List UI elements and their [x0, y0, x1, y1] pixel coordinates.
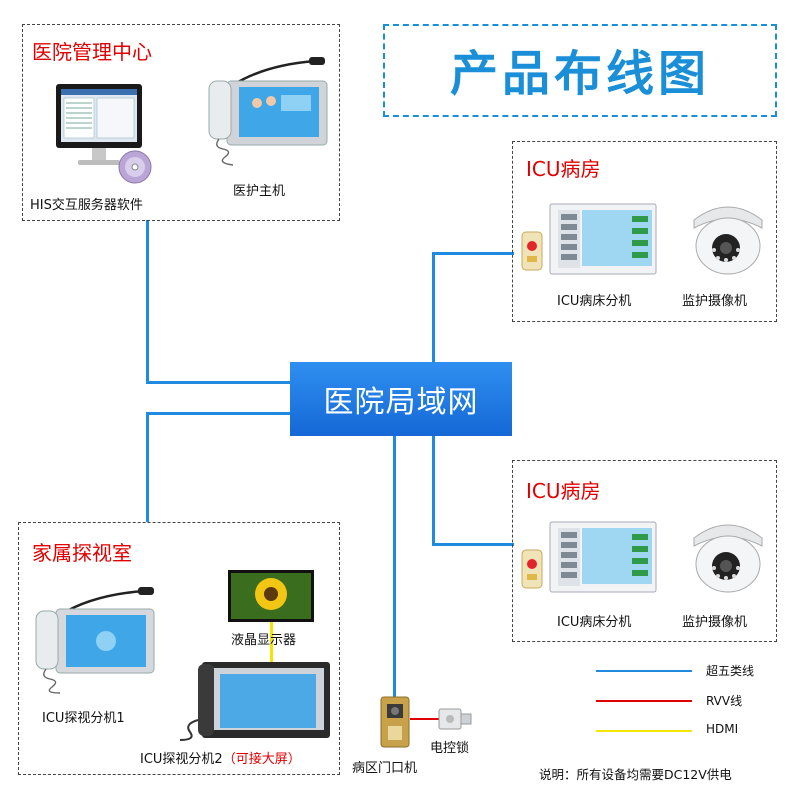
- legend-line-hdmi: [596, 730, 692, 732]
- hospital-lan-hub: 医院局域网: [290, 362, 512, 436]
- link-family-h: [146, 412, 292, 415]
- cd-disc-icon: [118, 150, 152, 184]
- visit-unit-2-caption: ICU探视分机2（可接大屏）: [140, 748, 301, 767]
- lcd-display-label: 液晶显示器: [231, 633, 297, 648]
- link-icu2-v: [432, 434, 435, 546]
- title-frame: [383, 24, 777, 117]
- zone-icu-room-1-title: ICU病房: [526, 157, 601, 181]
- nurse-host-icon: [208, 57, 328, 166]
- visit-unit-2-label: ICU探视分机2: [140, 752, 223, 767]
- dome-camera-icon: [693, 206, 763, 275]
- page-title: 产品布线图: [449, 46, 710, 102]
- zone-icu-room-2-title: ICU病房: [526, 479, 601, 503]
- icu-bed-unit-icon: [521, 203, 657, 275]
- icu-bed-unit-label-2: ICU病床分机: [557, 615, 632, 630]
- nurse-host-label: 医护主机: [233, 184, 286, 199]
- camera-label-1: 监护摄像机: [682, 294, 748, 309]
- hdmi-link: [270, 620, 273, 665]
- visit-unit-1-icon: [35, 587, 155, 694]
- visit-unit-2-note: （可接大屏）: [222, 752, 301, 767]
- electric-lock-icon: [438, 708, 472, 730]
- legend-label-rvv: RVV线: [706, 694, 743, 708]
- his-software-label: HIS交互服务器软件: [30, 198, 143, 213]
- link-icu1-v: [432, 252, 435, 364]
- legend-line-rvv: [596, 700, 692, 702]
- door-unit-icon: [380, 696, 410, 748]
- link-family: [146, 412, 149, 522]
- lcd-display-icon: [228, 570, 314, 622]
- dome-camera-icon: [693, 524, 763, 593]
- computer-icon: [56, 84, 142, 165]
- legend-label-cat5: 超五类线: [706, 664, 755, 678]
- icu-bed-unit-icon: [521, 521, 657, 593]
- power-note: 说明：所有设备均需要DC12V供电: [539, 767, 732, 782]
- link-icu1-h: [432, 252, 514, 255]
- legend-line-cat5: [596, 670, 692, 672]
- electric-lock-label: 电控锁: [430, 741, 470, 756]
- visit-unit-1-label: ICU探视分机1: [42, 711, 125, 726]
- icu-bed-unit-label-1: ICU病床分机: [557, 294, 632, 309]
- legend-label-hdmi: HDMI: [706, 722, 739, 736]
- link-management-h: [146, 381, 292, 384]
- link-management: [146, 220, 149, 384]
- door-unit-label: 病区门口机: [352, 761, 418, 776]
- zone-management-title: 医院管理中心: [32, 40, 152, 64]
- rvv-link: [410, 718, 440, 720]
- link-icu2-h: [432, 543, 514, 546]
- zone-family-visit: [18, 522, 340, 775]
- zone-icu-room-2: [512, 460, 777, 642]
- zone-icu-room-1: [512, 141, 777, 322]
- zone-family-visit-title: 家属探视室: [32, 541, 132, 565]
- link-door: [393, 434, 396, 700]
- camera-label-2: 监护摄像机: [682, 615, 748, 630]
- visit-unit-2-icon: [179, 662, 330, 741]
- zone-management: [22, 24, 340, 221]
